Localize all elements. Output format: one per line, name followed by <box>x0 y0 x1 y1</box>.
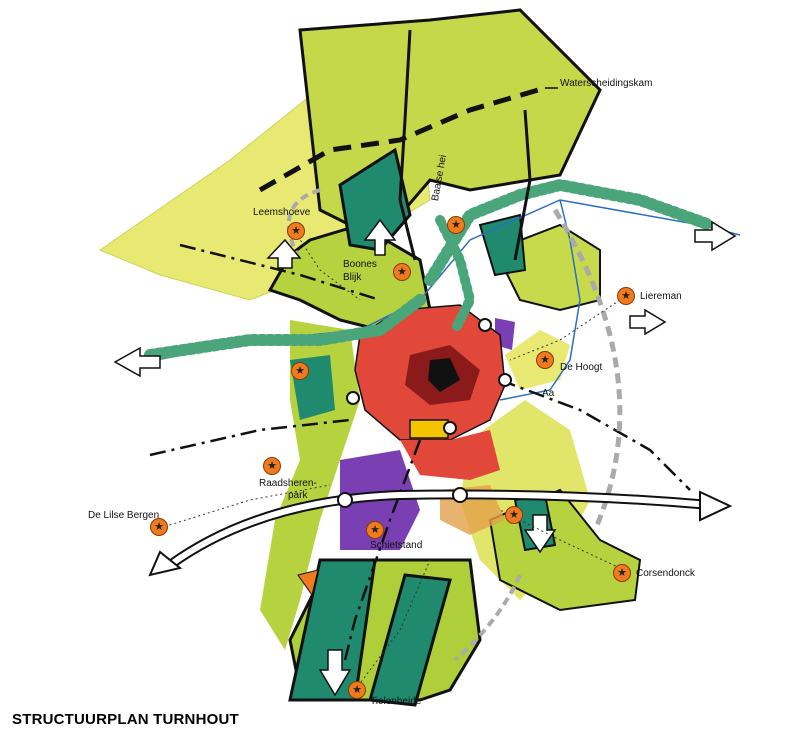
grey-curve-south <box>453 574 522 662</box>
label-park: park <box>288 490 308 501</box>
dotted-link-lilse <box>159 484 331 529</box>
label-liereman: Liereman <box>640 291 682 302</box>
grey-curve-east <box>552 208 623 531</box>
node-centre <box>443 421 457 435</box>
poi-west-marker: ★ <box>291 362 309 380</box>
poi-de-lilse-bergen-marker: ★ <box>150 518 168 536</box>
node-west <box>346 391 360 405</box>
highway-main-arrowhead-east <box>699 490 733 522</box>
poi-corsendonck-marker: ★ <box>613 564 631 582</box>
star-icon: ★ <box>451 218 461 231</box>
white-arrow-west <box>113 346 161 378</box>
greenbelt-west <box>144 294 426 361</box>
dotted-link-tielenheide <box>354 559 431 691</box>
label-aa: Aa <box>542 388 555 399</box>
node-east <box>498 373 512 387</box>
axis-east <box>499 378 691 491</box>
star-icon: ★ <box>291 224 301 237</box>
star-icon: ★ <box>267 459 277 472</box>
poi-schietstand-marker: ★ <box>366 521 384 539</box>
grey-curve-west <box>286 188 321 261</box>
white-arrow-south-2 <box>523 514 557 554</box>
star-icon: ★ <box>617 566 627 579</box>
white-arrow-north-1 <box>363 218 397 256</box>
highway-main-inner <box>168 491 711 568</box>
label-waterscheidingskam: Waterscheidingskam <box>560 78 653 89</box>
star-icon: ★ <box>540 353 550 366</box>
star-icon: ★ <box>295 364 305 377</box>
city-centre-black <box>428 358 460 392</box>
orange-arrow-southwest <box>297 569 319 597</box>
label-de-lilse-bergen: De Lilse Bergen <box>88 510 160 521</box>
star-icon: ★ <box>621 289 631 302</box>
node-southwest <box>337 492 353 508</box>
white-arrow-south-1 <box>318 649 352 697</box>
highway-main-arrowhead-west <box>148 550 183 577</box>
road-north <box>398 29 417 261</box>
label-de-hoogt: De Hoogt <box>560 362 603 373</box>
star-icon: ★ <box>509 508 519 521</box>
map-title: STRUCTUURPLAN TURNHOUT <box>12 711 239 728</box>
poi-de-hoogt-marker: ★ <box>536 351 554 369</box>
label-tielenheide: Tielenheide <box>370 696 422 707</box>
teal-zone-south-1 <box>288 558 377 702</box>
star-icon: ★ <box>352 683 362 696</box>
label-schietstand: Schietstand <box>370 540 423 551</box>
white-arrow-liereman <box>629 308 667 336</box>
star-icon: ★ <box>397 265 407 278</box>
axis-northwest <box>179 243 381 302</box>
label-boones: Boones <box>343 259 377 270</box>
poi-boones-blijk-marker: ★ <box>393 263 411 281</box>
road-north-east <box>513 109 532 261</box>
star-icon: ★ <box>370 523 380 536</box>
axis-south <box>343 439 422 661</box>
label-blijk: Blijk <box>343 272 362 283</box>
white-arrow-northwest <box>266 238 302 269</box>
label-corsendonck: Corsendonck <box>636 568 695 579</box>
green-zone-northwest <box>267 223 432 332</box>
poi-southeast-marker: ★ <box>505 506 523 524</box>
axis-west <box>149 418 351 457</box>
river-aa <box>499 199 581 401</box>
poi-leemshoeve-marker: ★ <box>287 222 305 240</box>
star-icon: ★ <box>154 520 164 533</box>
node-south <box>452 487 468 503</box>
teal-zone-south-2 <box>368 573 452 707</box>
green-zone-west <box>260 320 360 650</box>
poi-tielenheide-marker: ★ <box>348 681 366 699</box>
node-north <box>478 318 492 332</box>
poi-liereman-marker: ★ <box>617 287 635 305</box>
white-arrow-east <box>694 220 737 252</box>
greenbelt-ring <box>435 215 476 335</box>
poi-raadsherenpark-marker: ★ <box>263 457 281 475</box>
yellow-block-centre <box>409 419 449 439</box>
watershed-ridge <box>258 85 546 193</box>
poi-baalse-hei-marker: ★ <box>447 216 465 234</box>
label-raadsheren: Raadsheren- <box>259 478 317 489</box>
dotted-link-leemshoeve <box>294 231 361 301</box>
label-leemshoeve: Leemshoeve <box>253 207 311 218</box>
teal-zone-northwest <box>338 147 412 252</box>
city-south-red <box>400 430 500 480</box>
